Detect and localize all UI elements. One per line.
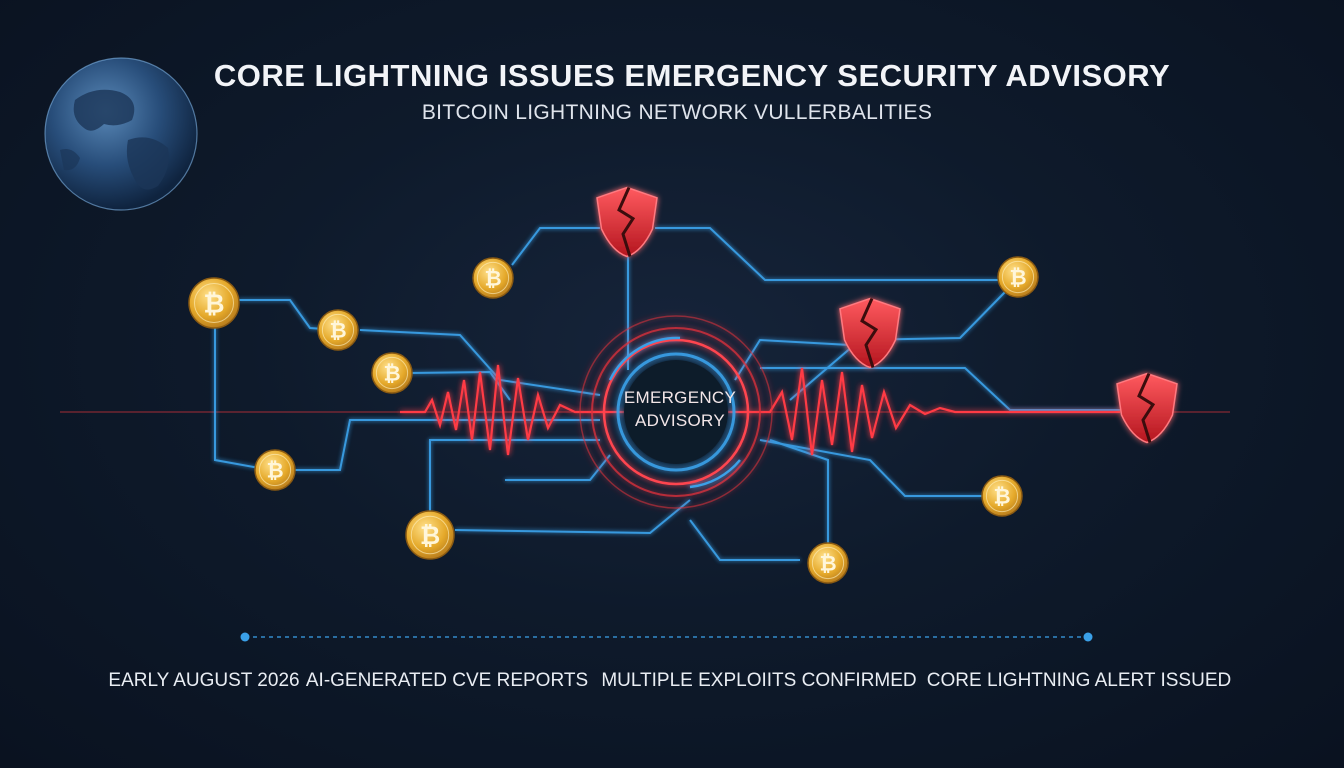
globe-icon [44, 57, 198, 211]
broken-shield-icon [839, 297, 901, 369]
bitcoin-coins: ₿ ₿ ₿ ₿ ₿ ₿ ₿ ₿ ₿ [188, 256, 1039, 584]
timeline-label-2: AI-GENERATED CVE REPORTS [305, 670, 589, 691]
bitcoin-coin-icon: ₿ [807, 542, 849, 584]
svg-text:₿: ₿ [993, 485, 1010, 509]
broken-shield-icon [1116, 372, 1178, 444]
timeline-end-dot [1083, 632, 1093, 642]
bitcoin-coin-icon: ₿ [188, 277, 240, 329]
svg-text:₿: ₿ [484, 267, 501, 291]
bitcoin-coin-icon: ₿ [371, 352, 413, 394]
bitcoin-coin-icon: ₿ [317, 309, 359, 351]
svg-text:₿: ₿ [329, 319, 346, 343]
bitcoin-coin-icon: ₿ [997, 256, 1039, 298]
timeline-track [240, 632, 1093, 642]
page-subtitle: BITCOIN LIGHTNING NETWORK VULLERBALITIES [421, 101, 933, 124]
timeline-start-dot [240, 632, 250, 642]
bitcoin-coin-icon: ₿ [254, 449, 296, 491]
timeline-label-4: CORE LIGHTNING ALERT ISSUED [926, 670, 1232, 691]
page-title: CORE LIGHTNING ISSUES EMERGENCY SECURITY… [213, 58, 1171, 93]
emergency-label-line2: ADVISORY [635, 411, 725, 430]
emergency-label-line1: EMERGENCY [623, 388, 737, 407]
timeline-label-3: MULTIPLE EXPLOIITS CONFIRMED [601, 670, 917, 691]
bitcoin-coin-icon: ₿ [472, 257, 514, 299]
svg-text:₿: ₿ [1009, 266, 1026, 290]
emergency-ring [579, 315, 773, 509]
svg-text:₿: ₿ [383, 362, 400, 386]
broken-shield-icons [596, 186, 1178, 444]
svg-text:₿: ₿ [819, 552, 836, 576]
svg-text:₿: ₿ [266, 459, 283, 483]
network-lines [214, 227, 1120, 561]
timeline-label-1: EARLY AUGUST 2026 [108, 670, 300, 691]
broken-shield-icon [596, 186, 658, 258]
svg-text:₿: ₿ [203, 290, 224, 320]
bitcoin-coin-icon: ₿ [981, 475, 1023, 517]
bitcoin-coin-icon: ₿ [405, 510, 455, 560]
heartbeat-wave [400, 364, 1120, 456]
svg-text:₿: ₿ [420, 521, 440, 550]
